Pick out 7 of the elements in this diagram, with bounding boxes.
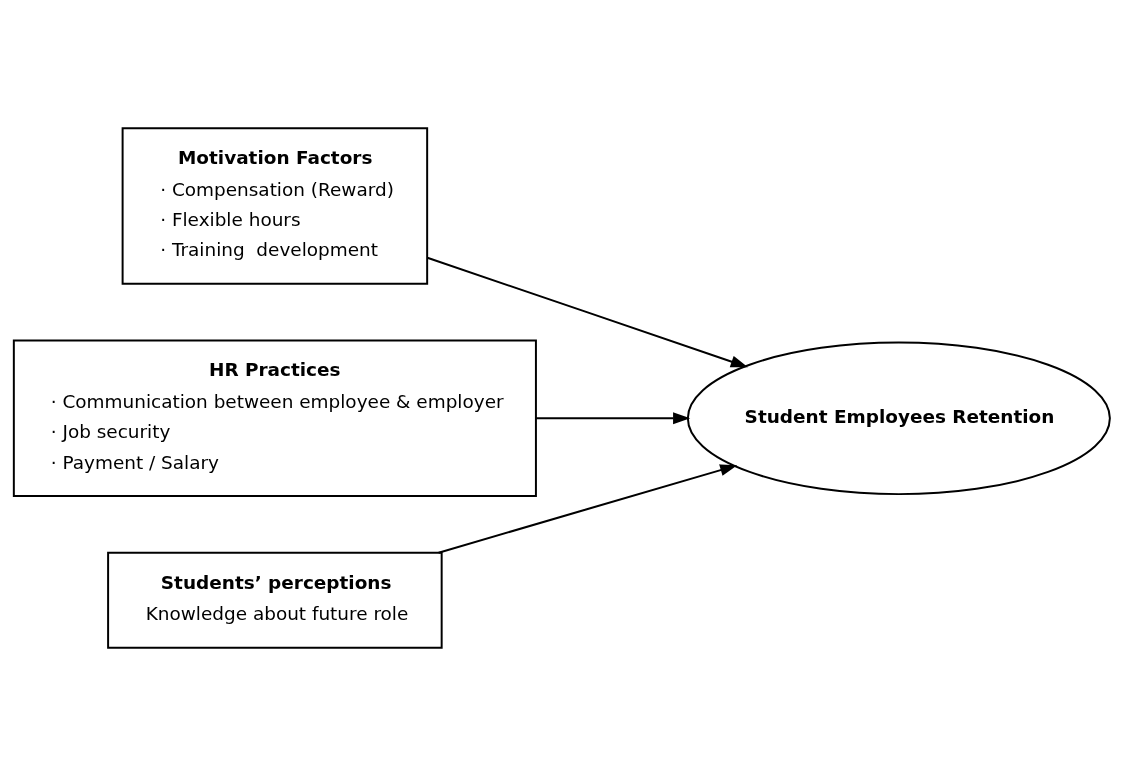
arrow xyxy=(535,412,691,425)
node-box: Motivation Factors · Compensation (Reward) · Flexible hours · Training development xyxy=(121,127,429,285)
node-box: HR Practices · Communication between employee & employer · Job security · Payment / Salary xyxy=(12,339,537,498)
node-ellipse: Student Employees Retention xyxy=(686,341,1111,496)
node-box: Students’ perceptions Knowledge about future role xyxy=(107,551,443,649)
arrow xyxy=(437,464,738,554)
arrow xyxy=(426,256,748,368)
